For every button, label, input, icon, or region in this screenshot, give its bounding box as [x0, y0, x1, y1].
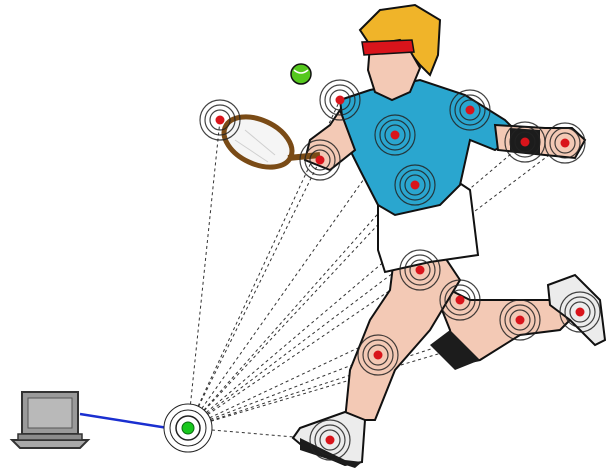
player-headband	[362, 40, 414, 55]
player-front-leg	[345, 250, 460, 420]
sensor-link-2	[188, 160, 320, 428]
tennis-player-figure	[216, 5, 605, 468]
tennis-racket-icon	[216, 107, 320, 177]
sensor-link-1	[188, 120, 220, 428]
receiver-hub-icon	[164, 404, 212, 452]
laptop-to-hub-cable	[80, 414, 168, 428]
laptop-icon	[12, 392, 88, 448]
tennis-ball-icon	[291, 64, 311, 84]
player-shirt	[340, 80, 520, 215]
